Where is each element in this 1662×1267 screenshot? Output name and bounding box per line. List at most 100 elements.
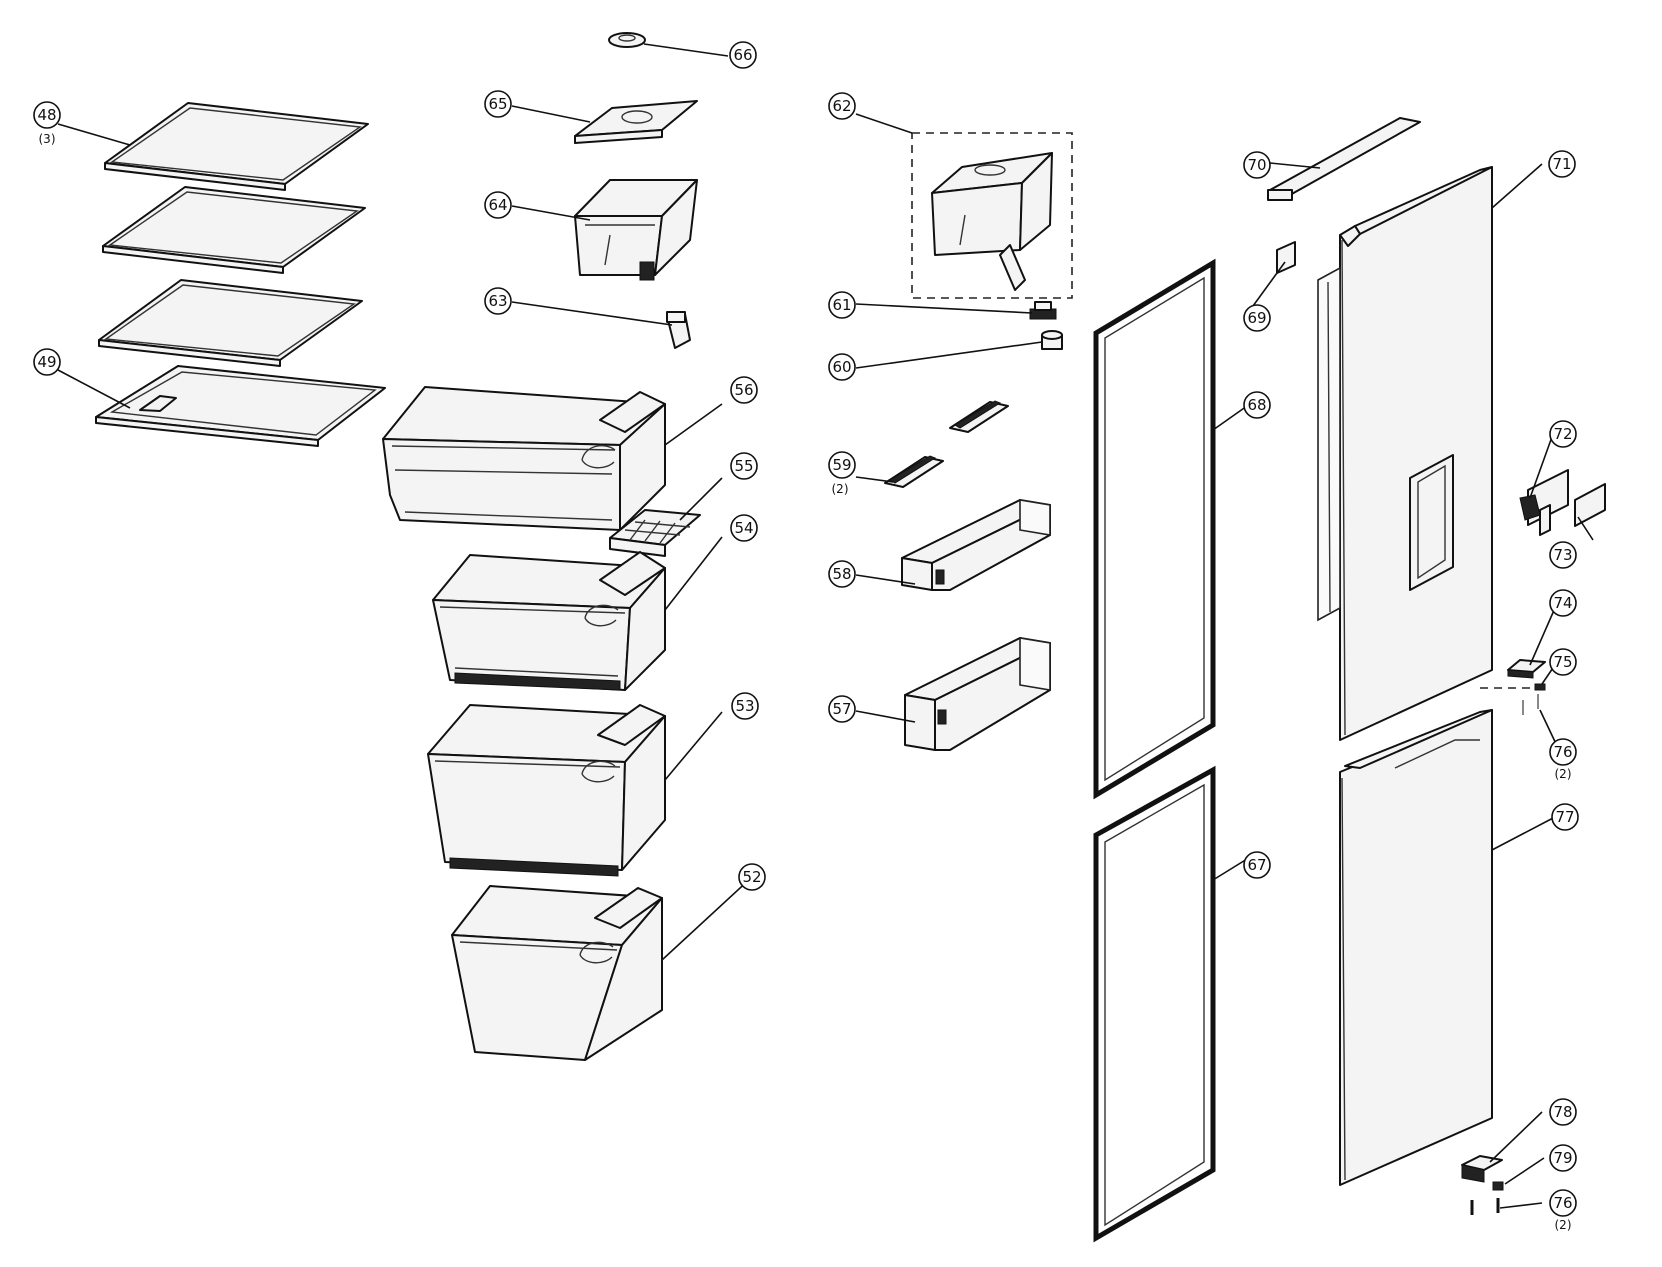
- freezer-drawer-54: [432, 551, 666, 691]
- svg-text:62: 62: [832, 97, 851, 115]
- callout-65: 65: [484, 90, 512, 118]
- svg-text:(2): (2): [1555, 767, 1572, 781]
- svg-text:60: 60: [832, 358, 851, 376]
- freezer-drawer-53: [427, 704, 666, 877]
- ice-bucket-cap-66: [608, 32, 646, 48]
- callout-64: 64: [484, 191, 512, 219]
- callout-66: 66: [729, 41, 757, 69]
- callout-62: 62: [828, 92, 856, 120]
- callout-52: 52: [738, 863, 766, 891]
- valve-seal-60: [1041, 330, 1063, 350]
- callout-76-upper: 76(2): [1549, 738, 1577, 781]
- screws-76-top: [1522, 694, 1539, 715]
- callout-57: 57: [828, 695, 856, 723]
- bottle-holder-59-a: [949, 400, 1009, 433]
- svg-text:(2): (2): [832, 482, 849, 496]
- svg-text:(2): (2): [1555, 1218, 1572, 1232]
- svg-text:77: 77: [1555, 808, 1574, 826]
- svg-text:74: 74: [1553, 594, 1572, 612]
- door-balcony-57: [904, 637, 1051, 751]
- svg-text:66: 66: [733, 46, 752, 64]
- callout-63: 63: [484, 287, 512, 315]
- leader-lines: [57, 43, 1594, 1209]
- callout-54: 54: [730, 514, 758, 542]
- callout-67: 67: [1243, 851, 1271, 879]
- bottle-holder-59-b: [884, 455, 944, 488]
- crisper-drawer-56: [382, 386, 666, 531]
- callout-55: 55: [730, 452, 758, 480]
- svg-text:54: 54: [734, 519, 753, 537]
- washer-75: [1534, 683, 1546, 691]
- callout-76-lower: 76(2): [1549, 1189, 1577, 1232]
- svg-text:65: 65: [488, 95, 507, 113]
- callout-49: 49: [33, 348, 61, 376]
- svg-text:(3): (3): [39, 132, 56, 146]
- ice-bucket-64: [574, 179, 698, 281]
- callout-48: 48 (3): [33, 101, 61, 146]
- svg-text:64: 64: [488, 196, 507, 214]
- callout-74: 74: [1549, 589, 1577, 617]
- svg-text:76: 76: [1553, 1194, 1572, 1212]
- svg-text:71: 71: [1552, 155, 1571, 173]
- svg-text:79: 79: [1553, 1149, 1572, 1167]
- fridge-door-71: [1317, 166, 1493, 741]
- callout-60: 60: [828, 353, 856, 381]
- half-shelf: [95, 365, 386, 447]
- bushing-79: [1492, 1181, 1504, 1191]
- door-gasket-67: [1093, 765, 1216, 1243]
- svg-text:61: 61: [832, 296, 851, 314]
- callout-68: 68: [1243, 391, 1271, 419]
- callouts: 48 (3) 49 52 53 54 55 56 57 58 59 (2) 60 6…: [33, 41, 1579, 1232]
- callout-73: 73: [1549, 541, 1577, 569]
- svg-text:58: 58: [832, 565, 851, 583]
- svg-text:59: 59: [832, 456, 851, 474]
- svg-text:70: 70: [1247, 156, 1266, 174]
- screws-76-bottom: [1470, 1198, 1500, 1215]
- callout-78: 78: [1549, 1098, 1577, 1126]
- hinge-bar-70: [1267, 117, 1421, 201]
- svg-text:78: 78: [1553, 1103, 1572, 1121]
- glass-shelf-3: [98, 279, 363, 367]
- callout-59: 59 (2): [828, 451, 856, 496]
- ice-bucket-cover-65: [574, 100, 698, 144]
- svg-text:67: 67: [1247, 856, 1266, 874]
- valve-61: [1029, 301, 1057, 320]
- dispenser-label-73: [1574, 483, 1606, 527]
- door-balcony-58: [901, 499, 1051, 591]
- svg-text:73: 73: [1553, 546, 1572, 564]
- callout-79: 79: [1549, 1144, 1577, 1172]
- callout-71: 71: [1548, 150, 1576, 178]
- svg-text:52: 52: [742, 868, 761, 886]
- callout-69: 69: [1243, 304, 1271, 332]
- callout-72: 72: [1549, 420, 1577, 448]
- door-gasket-68: [1093, 258, 1216, 800]
- svg-text:76: 76: [1553, 743, 1572, 761]
- ice-tray-55: [609, 509, 701, 557]
- svg-text:53: 53: [735, 697, 754, 715]
- callout-61: 61: [828, 291, 856, 319]
- svg-text:75: 75: [1553, 653, 1572, 671]
- svg-text:68: 68: [1247, 396, 1266, 414]
- dispenser-lever-63: [666, 311, 691, 349]
- callout-77: 77: [1551, 803, 1579, 831]
- hinge-78: [1461, 1155, 1503, 1183]
- svg-text:57: 57: [832, 700, 851, 718]
- hinge-cover-69: [1276, 241, 1296, 274]
- callout-75: 75: [1549, 648, 1577, 676]
- svg-text:56: 56: [734, 381, 753, 399]
- svg-text:72: 72: [1553, 425, 1572, 443]
- callout-58: 58: [828, 560, 856, 588]
- svg-text:63: 63: [488, 292, 507, 310]
- glass-shelf-2: [102, 186, 366, 274]
- svg-text:55: 55: [734, 457, 753, 475]
- svg-text:48: 48: [37, 106, 56, 124]
- hinge-74: [1507, 659, 1546, 679]
- dispenser-paddle-72: [1519, 469, 1569, 536]
- freezer-drawer-52: [451, 885, 663, 1061]
- svg-text:49: 49: [37, 353, 56, 371]
- glass-shelf-1: [104, 102, 369, 191]
- callout-53: 53: [731, 692, 759, 720]
- water-tank-62: [931, 152, 1053, 291]
- freezer-door-77: [1339, 709, 1493, 1186]
